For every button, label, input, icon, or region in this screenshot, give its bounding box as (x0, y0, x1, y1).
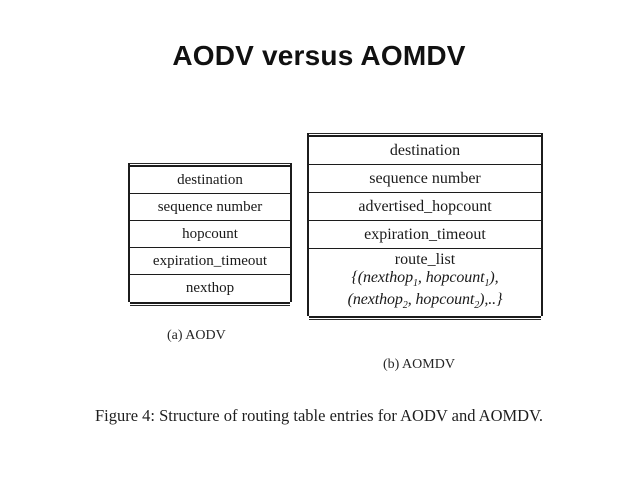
expr-subscript: 2 (474, 300, 480, 312)
figure-caption: Figure 4: Structure of routing table ent… (94, 406, 544, 425)
table-row: destination (309, 137, 541, 165)
table-row: sequence number (130, 194, 290, 221)
route-list-expression-line-1: {(nexthop1, hopcount1), (352, 269, 499, 290)
table-row: expiration_timeout (309, 221, 541, 249)
expr-token: , hopcount (407, 291, 475, 309)
route-list-expression-line-2: (nexthop2, hopcount2),..} (348, 291, 503, 312)
expr-token: ), (489, 269, 499, 287)
table-bottom-double-rule (130, 302, 290, 306)
table-row: expiration_timeout (130, 248, 290, 275)
table-row: nexthop (185, 280, 235, 296)
expr-token: , hopcount (417, 269, 485, 287)
route-list-label: route_list (394, 251, 456, 268)
table-top-double-rule (309, 133, 541, 137)
table-row: destination (130, 167, 290, 194)
expr-subscript: 1 (412, 278, 418, 290)
aomdv-routing-table: destination sequence number advertised_h… (307, 133, 543, 321)
aodv-routing-table: destination sequence number hopcount exp… (128, 163, 292, 306)
expr-subscript: 1 (484, 278, 490, 290)
aodv-table-body: destination sequence number hopcount exp… (130, 167, 290, 302)
table-row: hopcount (130, 221, 290, 248)
table-row: advertised_hopcount (309, 193, 541, 221)
expr-token: {(nexthop (351, 269, 414, 287)
aodv-subcaption: (a) AODV (167, 328, 226, 343)
aomdv-subcaption: (b) AOMDV (383, 357, 455, 372)
expr-token: (nexthop (347, 291, 403, 309)
table-top-double-rule (130, 163, 290, 167)
table-row: sequence number (309, 165, 541, 193)
expr-subscript: 2 (402, 300, 408, 312)
table-bottom-double-rule (309, 316, 541, 321)
expr-token: ),..} (479, 291, 503, 309)
table-row-route-list: route_list {(nexthop1, hopcount1), (next… (309, 249, 541, 316)
page-title: AODV versus AOMDV (172, 40, 466, 71)
aomdv-table-body: destination sequence number advertised_h… (309, 137, 541, 316)
